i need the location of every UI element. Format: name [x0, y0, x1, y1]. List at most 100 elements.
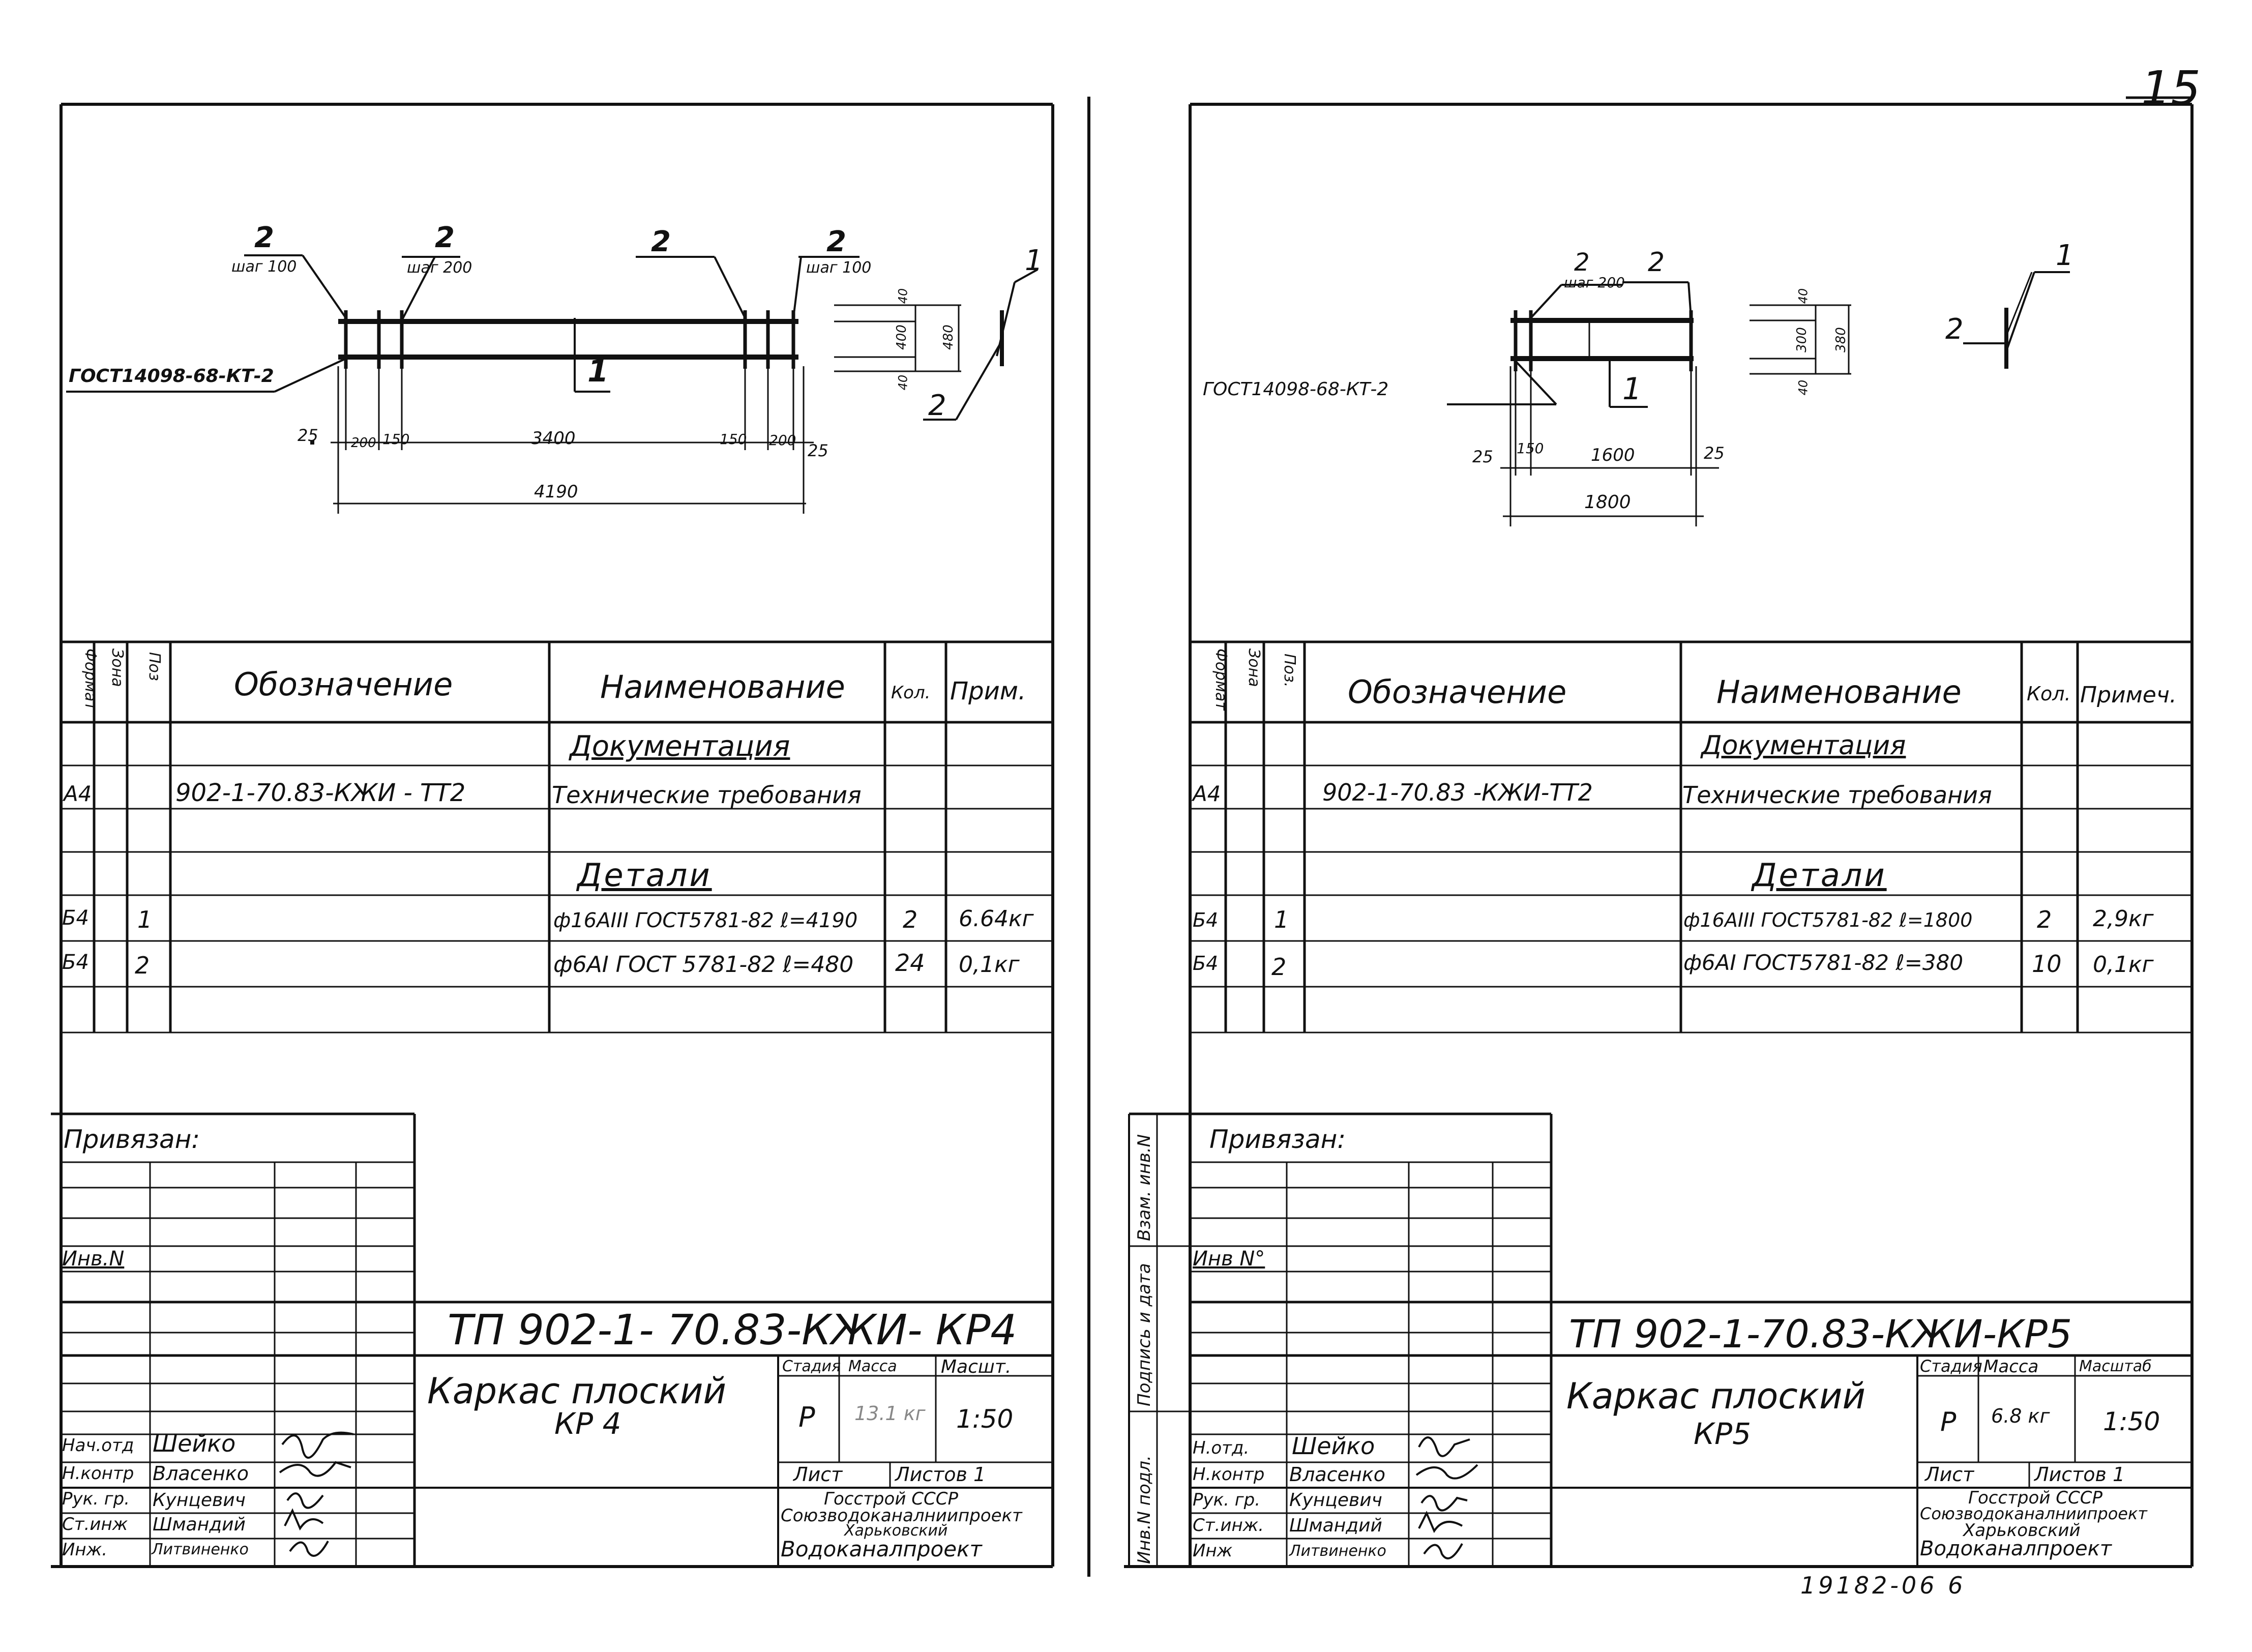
pos-1-side-label: 1 [2056, 239, 2074, 272]
row-1-format: Б4 [62, 906, 89, 930]
header-zone: Зона [108, 648, 126, 687]
row-2-note: 0,1кг [2093, 952, 2154, 978]
stage-label: Стадия [782, 1358, 841, 1375]
title-line-1: Каркас плоский [1566, 1375, 1866, 1417]
scale-value: 1:50 [956, 1404, 1014, 1434]
row-1-note: 2,9кг [2093, 906, 2154, 932]
pos-2-side-label: 2 [928, 389, 946, 422]
right-sheet: 2 2 шаг 200 ГОСТ14098-68-КТ-2 1 2 1 25 1… [1119, 0, 2252, 1652]
dim-25-left: 25 [1472, 447, 1493, 466]
header-qty: Кол. [2027, 683, 2071, 705]
side-dim-40-bottom: 40 [1796, 379, 1811, 396]
pos-2-side-label: 2 [1945, 313, 1964, 346]
row-2-pos: 2 [135, 952, 150, 979]
name-4: Шмандий [153, 1514, 246, 1535]
dim-total: 1800 [1584, 492, 1631, 513]
stage-value: Р [1940, 1407, 1957, 1437]
mass-value: 13.1 кг [854, 1402, 926, 1425]
dim-3400: 3400 [531, 428, 576, 449]
dim-25-right: 25 [1704, 444, 1725, 463]
org-line-3: Харьковский [844, 1522, 948, 1540]
row-1-note: 6.64кг [959, 906, 1034, 932]
callout-2a: 2 [254, 221, 274, 254]
header-designation: Обозначение [234, 666, 453, 703]
section-documentation: Документация [570, 730, 790, 763]
name-2: Власенко [153, 1462, 249, 1485]
sheet-label: Лист [1925, 1463, 1974, 1486]
side-dim-380: 380 [1833, 327, 1849, 352]
header-pos: Поз. [1281, 654, 1298, 688]
dim-1600: 1600 [1591, 445, 1635, 465]
inv-label: Инв.N [62, 1247, 125, 1271]
org-line-2: Союзводоканалниипроект [1920, 1504, 2147, 1523]
gost-label: ГОСТ14098-68-КТ-2 [1203, 379, 1389, 400]
gost-label: ГОСТ14098-68-КТ-2 [69, 366, 274, 387]
sheet-label: Лист [793, 1463, 843, 1486]
row-doc-format: А4 [64, 781, 92, 806]
bound-label: Привязан: [64, 1125, 200, 1154]
stage-value: Р [798, 1401, 815, 1433]
side-label-replaced-inv: Взам. инв.N [1134, 1134, 1154, 1241]
row-doc-format: А4 [1193, 781, 1221, 806]
name-2: Власенко [1289, 1463, 1385, 1486]
row-1-pos: 1 [137, 906, 153, 933]
header-format: Формат [1212, 648, 1230, 711]
name-5: Литвиненко [152, 1541, 249, 1558]
sheet-separator [1087, 97, 1090, 1577]
dim-total: 4190 [534, 482, 578, 502]
archive-number: 19182-06 6 [1800, 1572, 1966, 1599]
step-label-a: шаг 100 [231, 258, 297, 276]
pos-1-label: 1 [1622, 371, 1642, 407]
side-dim-400: 400 [894, 324, 909, 350]
org-line-3: Харьковский [1963, 1520, 2081, 1541]
side-dim-40-top: 40 [896, 288, 910, 304]
header-name: Наименование [1716, 673, 1962, 711]
sheets-label: Листов 1 [895, 1463, 986, 1486]
role-1: Н.отд. [1193, 1438, 1250, 1458]
side-label-inv-original: Инв.N подл. [1134, 1455, 1154, 1564]
role-1: Нач.отд [62, 1435, 134, 1456]
callout-2b: 2 [1648, 247, 1665, 278]
row-2-note: 0,1кг [959, 952, 1020, 978]
left-sheet-lines [51, 103, 1054, 1568]
row-1-name: ф16АIII ГОСТ5781-82 ℓ=1800 [1683, 909, 1973, 931]
inv-label: Инв N° [1193, 1247, 1265, 1271]
row-1-name: ф16АIII ГОСТ5781-82 ℓ=4190 [553, 909, 858, 932]
scale-value: 1:50 [2103, 1407, 2160, 1436]
org-line-1: Госстрой СССР [1968, 1488, 2102, 1508]
row-doc-name: Технические требования [552, 781, 862, 809]
drawing-code: ТП 902-1- 70.83-КЖИ- КР4 [448, 1306, 1017, 1354]
header-zone: Зона [1245, 648, 1263, 687]
header-format: Формат [81, 648, 99, 711]
scale-label: Масшт. [941, 1356, 1012, 1377]
scale-label: Масштаб [2079, 1358, 2152, 1375]
name-3: Кунцевич [1289, 1490, 1382, 1511]
side-label-signature-date: Подпись и дата [1134, 1263, 1154, 1406]
header-designation: Обозначение [1348, 673, 1567, 711]
dim-25-right: 25 [808, 441, 828, 460]
mass-label: Масса [1983, 1356, 2039, 1377]
right-sheet-lines [1124, 96, 2194, 1568]
row-2-name: ф6АI ГОСТ 5781-82 ℓ=480 [553, 952, 854, 978]
side-dim-40-top: 40 [1796, 288, 1811, 304]
org-line-4: Водоканалпроект [1920, 1537, 2112, 1560]
name-4: Шмандий [1289, 1515, 1382, 1536]
section-parts: Детали [577, 857, 712, 894]
row-1-pos: 1 [1274, 906, 1289, 933]
role-3: Рук. гр. [1193, 1490, 1261, 1510]
role-2: Н.контр [1193, 1464, 1265, 1485]
title-line-1: Каркас плоский [427, 1370, 727, 1412]
row-2-name: ф6АI ГОСТ5781-82 ℓ=380 [1683, 950, 1964, 975]
org-line-4: Водоканалпроект [781, 1537, 982, 1561]
role-3: Рук. гр. [62, 1489, 130, 1509]
row-1-format: Б4 [1193, 909, 1219, 931]
side-dim-40-bottom: 40 [896, 374, 910, 391]
row-2-format: Б4 [62, 951, 89, 974]
callout-2b: 2 [435, 221, 455, 254]
stage-label: Стадия [1920, 1356, 1982, 1376]
section-parts: Детали [1752, 857, 1887, 894]
sheets-label: Листов 1 [2034, 1463, 2125, 1486]
side-dim-480: 480 [940, 324, 956, 350]
title-line-2: КР5 [1694, 1417, 1752, 1451]
org-line-2: Союзводоканалниипроект [781, 1506, 1022, 1526]
